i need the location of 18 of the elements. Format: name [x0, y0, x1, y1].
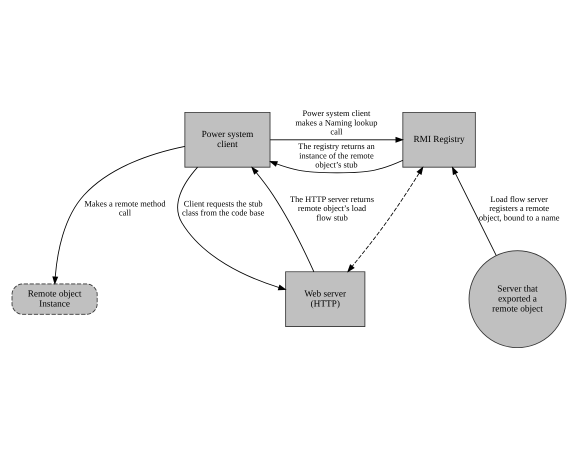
- edge-label: Makes a remote method call: [84, 198, 166, 218]
- node-box: Web server (HTTP): [285, 270, 366, 326]
- node-circle: Server that exported a remote object: [468, 250, 566, 348]
- arrow: [269, 159, 404, 173]
- node-box: Power system client: [184, 111, 270, 168]
- node-box: Remote object Instance: [12, 283, 98, 314]
- arrow: [52, 145, 186, 284]
- arrow: [347, 166, 424, 272]
- edge-label: Power system client makes a Naming lookup call: [295, 108, 378, 136]
- edge-label: Load flow server registers a remote object, bound to a name: [478, 193, 560, 222]
- arrow: [270, 136, 404, 142]
- edge-label: Client requests the stub class from the code base: [182, 198, 264, 218]
- node-box: RMI Registry: [402, 111, 476, 168]
- arrow: [452, 166, 497, 256]
- arrow: [177, 166, 287, 290]
- edge-label: The HTTP server returns remote object’s load flow stub: [290, 193, 374, 222]
- arrow: [251, 166, 314, 272]
- edge-label: The registry returns an instance of the remote object’s stub: [298, 140, 375, 170]
